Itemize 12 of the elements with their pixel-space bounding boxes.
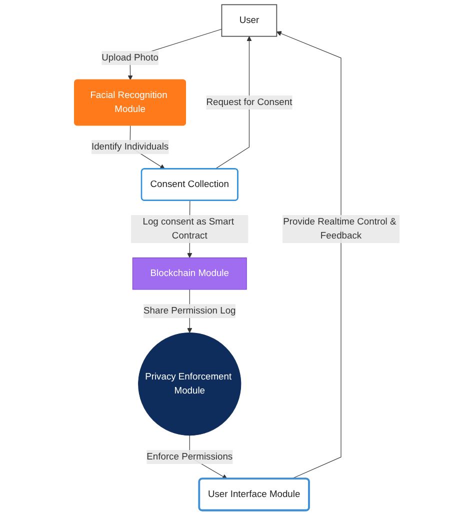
arrow bbox=[276, 31, 342, 480]
node-box: User bbox=[221, 4, 278, 37]
edge-label: Provide Realtime Control & Feedback bbox=[283, 216, 396, 241]
edge-label: Identify Individuals bbox=[91, 142, 169, 152]
edge-label: Enforce Permissions bbox=[146, 452, 233, 462]
node-box: Blockchain Module bbox=[132, 258, 247, 290]
arrow bbox=[214, 36, 252, 170]
edge-label: Request for Consent bbox=[206, 97, 292, 108]
edge-label: Upload Photo bbox=[102, 52, 158, 63]
edge-label: Share Permission Log bbox=[144, 306, 236, 316]
node-circle: Privacy Enforcement Module bbox=[138, 332, 242, 436]
edge-label: Log consent as Smart Contract bbox=[142, 216, 234, 241]
